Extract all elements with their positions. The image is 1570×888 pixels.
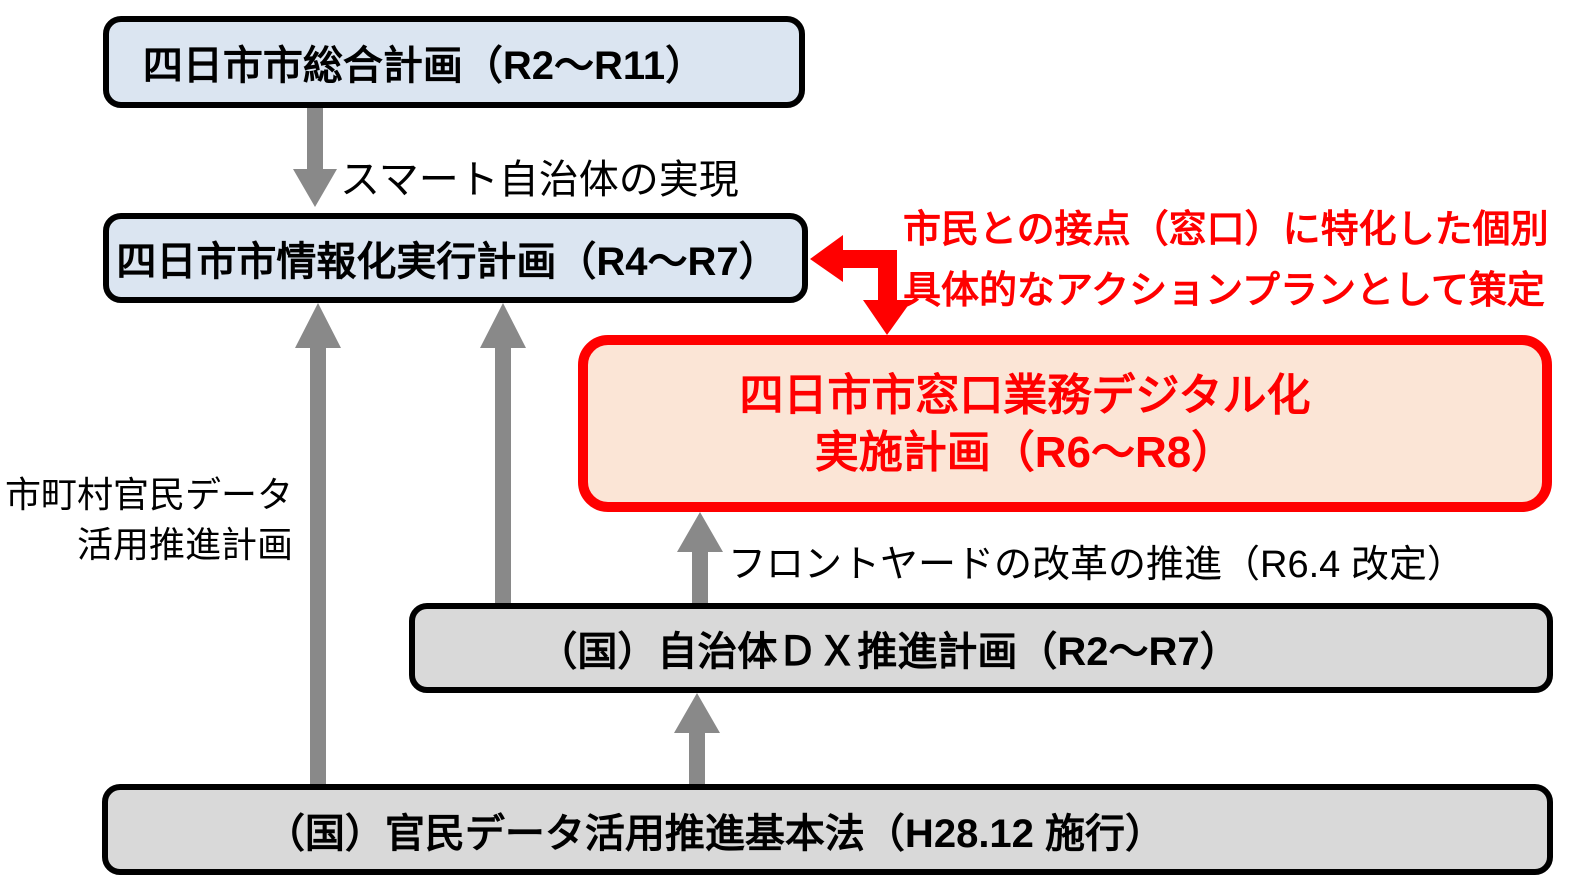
box-comprehensive-plan: 四日市市総合計画（R2～R11） [103, 16, 805, 108]
label-frontyard-reform: フロントヤードの改革の推進（R6.4 改定） [728, 544, 1465, 586]
label-municipal-data-line2: 活用推進計画 [76, 524, 293, 565]
arrow-dx-to-digitalization-icon [677, 512, 723, 603]
label-smart-municipality: スマート自治体の実現 [340, 158, 739, 202]
box-digitalization-plan-line1: 四日市市窓口業務デジタル化 [739, 370, 1311, 420]
label-annotation-line1: 市民との接点（窓口）に特化した個別 [903, 209, 1549, 251]
box-basic-act-label: （国）官民データ活用推進基本法（H28.12 施行） [264, 811, 1166, 856]
box-dx-promotion-plan-label: （国）自治体ＤＸ推進計画（R2～R7） [537, 630, 1240, 674]
label-annotation-line2: 具体的なアクションプランとして策定 [903, 270, 1545, 312]
arrow-dx-to-informatization-icon [480, 303, 526, 603]
box-comprehensive-plan-label: 四日市市総合計画（R2～R11） [142, 44, 706, 88]
label-municipal-data-line1: 市町村官民データ [4, 474, 293, 515]
arrow-smart-realization-down-icon [293, 108, 337, 207]
box-informatization-plan-label: 四日市市情報化実行計画（R4～R7） [116, 240, 779, 284]
label-municipal-data-plan: 市町村官民データ 活用推進計画 [0, 470, 293, 570]
box-digitalization-plan: 四日市市窓口業務デジタル化 実施計画（R6～R8） [578, 335, 1552, 512]
box-informatization-plan: 四日市市情報化実行計画（R4～R7） [103, 213, 808, 303]
arrow-basicact-to-informatization-icon [295, 303, 341, 784]
arrow-red-elbow-icon [810, 235, 912, 335]
arrow-basicact-to-dx-icon [674, 693, 720, 784]
box-basic-act: （国）官民データ活用推進基本法（H28.12 施行） [102, 784, 1553, 875]
box-digitalization-plan-line2: 実施計画（R6～R8） [814, 427, 1236, 477]
box-dx-promotion-plan: （国）自治体ＤＸ推進計画（R2～R7） [409, 603, 1553, 693]
